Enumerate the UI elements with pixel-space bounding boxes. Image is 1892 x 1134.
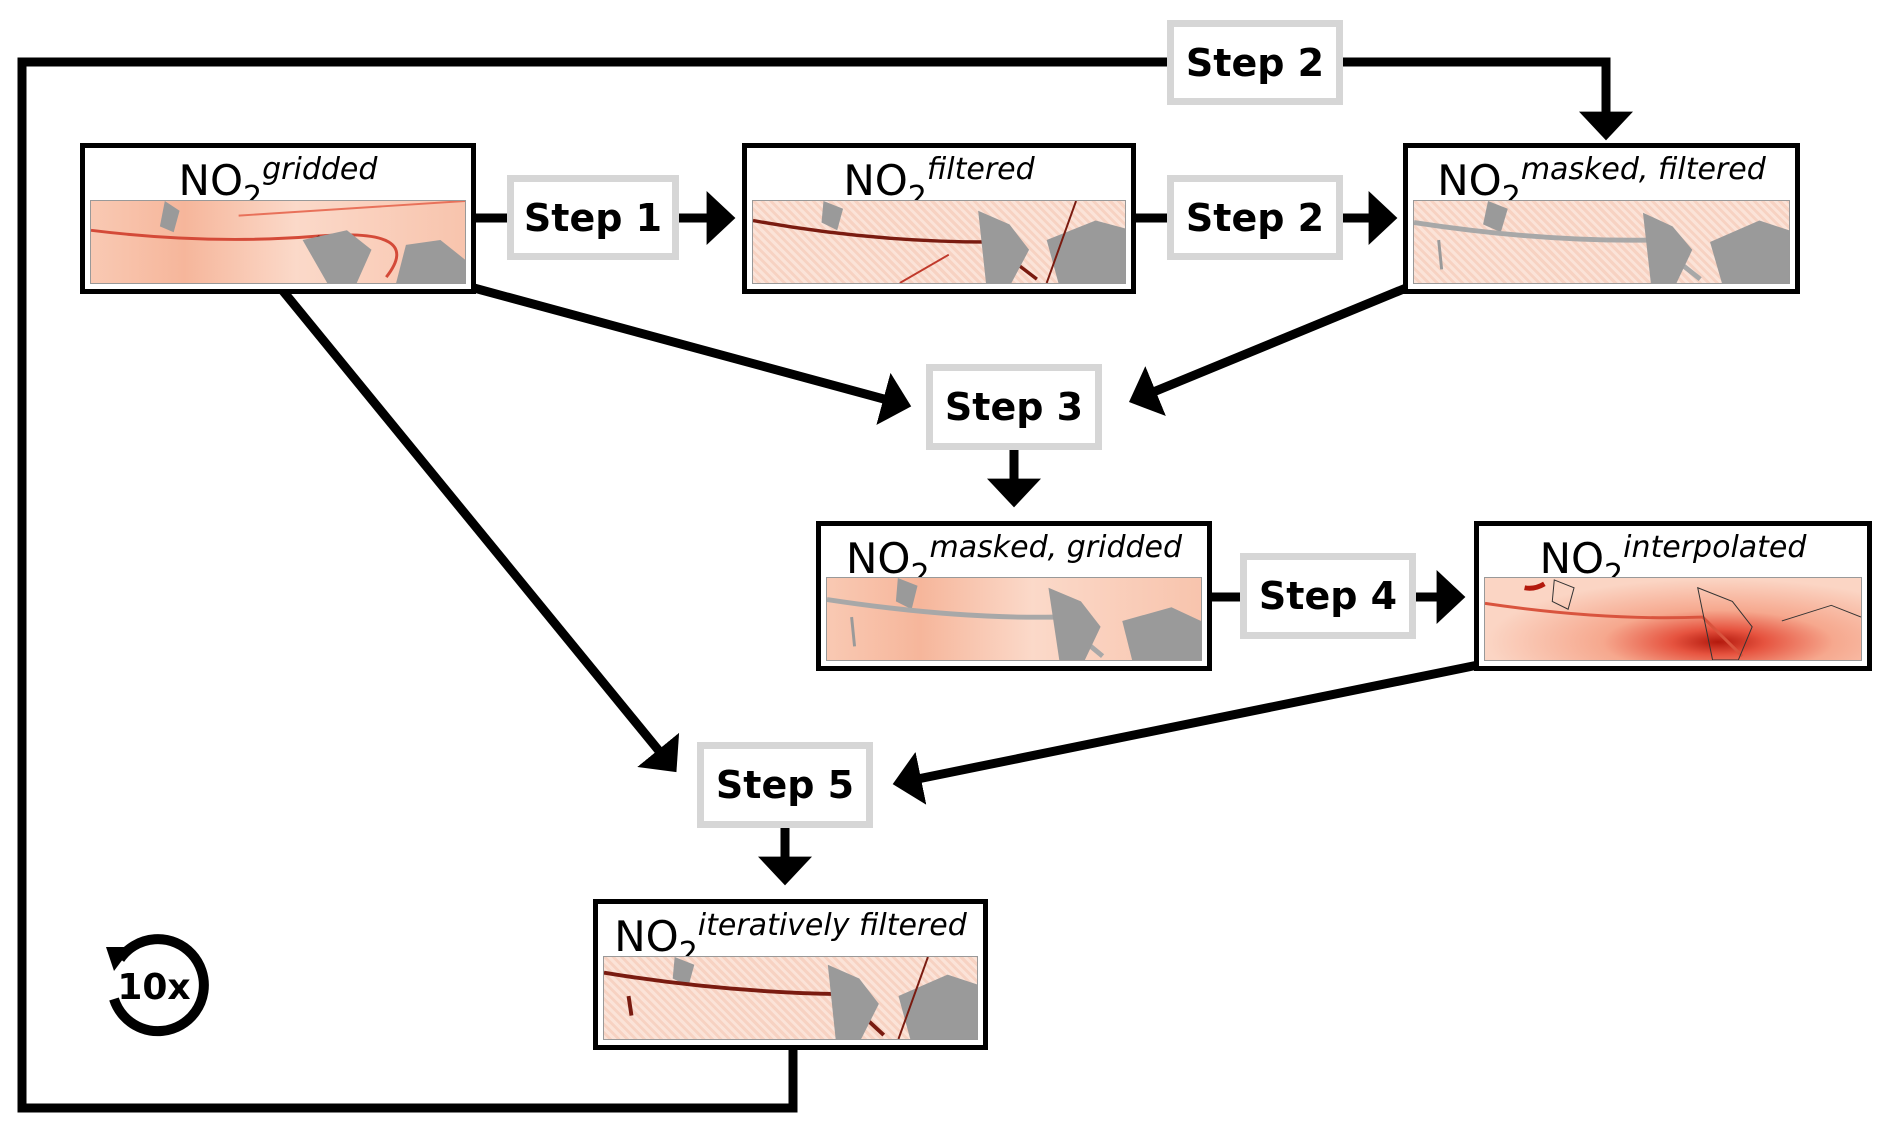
- step5-label: Step 5: [715, 763, 855, 807]
- step2-mid-box: Step 2: [1167, 175, 1343, 260]
- step4-box: Step 4: [1240, 553, 1416, 639]
- map-iteratively-filtered: [603, 956, 978, 1040]
- formula-superscript: filtered: [926, 152, 1035, 187]
- map-image: [91, 201, 465, 283]
- map-interpolated: [1484, 577, 1862, 661]
- node-title: NO2masked, gridded: [821, 526, 1207, 591]
- formula-base: NO: [178, 156, 244, 205]
- formula-base: NO: [843, 156, 908, 205]
- step2-top-box: Step 2: [1167, 20, 1343, 105]
- loop-count-label: 10x: [117, 966, 191, 1008]
- formula-base: NO: [614, 912, 679, 961]
- node-gridded: NO2gridded: [80, 143, 476, 294]
- formula-base: NO: [845, 534, 911, 583]
- step2-mid-label: Step 2: [1185, 195, 1325, 240]
- formula-superscript: gridded: [262, 152, 378, 187]
- step5-box: Step 5: [697, 742, 873, 828]
- arrow-masked-filtered-to-step3: [1129, 283, 1408, 417]
- node-title: NO2gridded: [85, 148, 471, 213]
- map-filtered: [752, 200, 1126, 284]
- arrow-interpolated-to-step5: [892, 660, 1479, 805]
- formula-superscript: iteratively filtered: [697, 908, 967, 943]
- node-title: NO2filtered: [747, 148, 1131, 213]
- node-filtered: NO2filtered: [742, 143, 1136, 294]
- node-masked-gridded: NO2masked, gridded: [816, 521, 1212, 671]
- step3-box: Step 3: [926, 364, 1102, 450]
- node-iteratively-filtered: NO2iteratively filtered: [593, 899, 988, 1050]
- formula-superscript: masked, gridded: [929, 530, 1183, 565]
- map-masked-gridded: [826, 577, 1202, 661]
- arrow-gridded-to-step5: [279, 288, 680, 773]
- map-image: [1485, 579, 1861, 660]
- step3-label: Step 3: [944, 385, 1084, 429]
- node-title: NO2interpolated: [1479, 526, 1867, 591]
- map-gridded: [90, 200, 466, 284]
- formula-base: NO: [1437, 156, 1502, 205]
- step1-box: Step 1: [507, 175, 679, 260]
- step1-label: Step 1: [523, 195, 663, 240]
- arrow-step2-top-to-masked-filtered: [1340, 57, 1633, 141]
- map-image: [1414, 201, 1789, 283]
- map-image: [604, 957, 977, 1039]
- node-masked-filtered: NO2masked, filtered: [1403, 143, 1800, 294]
- loop-line: [17, 57, 1172, 1113]
- map-image: [827, 578, 1201, 660]
- formula-superscript: masked, filtered: [1520, 152, 1766, 187]
- node-title: NO2masked, filtered: [1408, 148, 1795, 213]
- node-interpolated: NO2interpolated: [1474, 521, 1872, 671]
- arrow-gridded-to-step3: [472, 283, 912, 425]
- step4-label: Step 4: [1258, 574, 1398, 618]
- step2-top-label: Step 2: [1185, 40, 1325, 85]
- formula-superscript: interpolated: [1623, 530, 1807, 565]
- node-title: NO2iteratively filtered: [598, 904, 983, 969]
- map-masked-filtered: [1413, 200, 1790, 284]
- formula-base: NO: [1539, 534, 1605, 583]
- map-image: [753, 201, 1125, 283]
- repeat-icon: [106, 934, 209, 1037]
